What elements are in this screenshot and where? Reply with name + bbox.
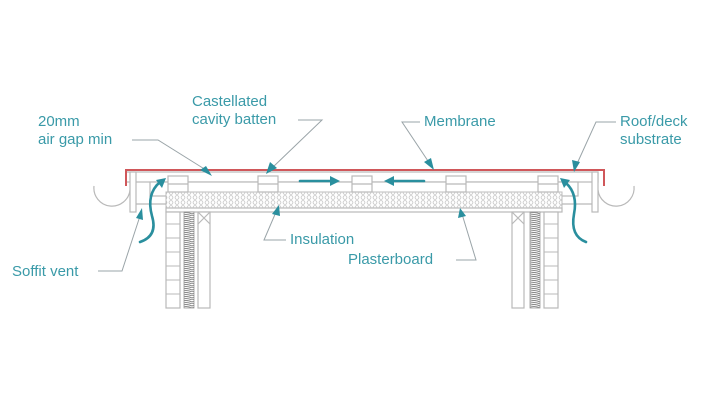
brick-courses: [544, 223, 558, 295]
batten-block: [257, 175, 279, 193]
label-membrane: Membrane: [401, 113, 496, 170]
label-roof-substrate: Roof/deck substrate: [572, 113, 688, 172]
label-substrate-line1: Roof/deck: [620, 113, 688, 130]
label-plasterboard: Plasterboard: [348, 208, 477, 268]
cavity-insulation-left: [183, 211, 195, 309]
cavity-insulation-right: [529, 211, 541, 309]
gutter-right-icon: [597, 185, 635, 207]
label-air-gap-line1: 20mm: [38, 113, 80, 130]
label-air-gap: 20mm air gap min: [38, 113, 212, 176]
gutter-left-icon: [93, 185, 131, 207]
label-substrate-line2: substrate: [620, 131, 682, 148]
wall-left: [165, 211, 211, 309]
label-membrane-text: Membrane: [424, 113, 496, 130]
label-castellated-batten: Castellated cavity batten: [192, 93, 324, 174]
batten-block: [351, 175, 373, 193]
airflow-cavity-left-arrow-icon: [384, 176, 426, 186]
wall-plate-left: [197, 211, 211, 225]
brick-courses: [166, 223, 180, 295]
batten-block: [167, 175, 189, 193]
batten-block: [537, 175, 559, 193]
label-plasterboard-text: Plasterboard: [348, 251, 433, 268]
castellated-battens: [167, 175, 559, 193]
wall-right: [511, 211, 559, 309]
label-soffit-vent-text: Soffit vent: [12, 263, 79, 280]
fascia-right: [591, 171, 599, 213]
label-insulation-text: Insulation: [290, 231, 354, 248]
label-batten-line2: cavity batten: [192, 111, 276, 128]
airflow-arrows: [138, 176, 588, 244]
insulation-layer: [165, 191, 563, 209]
membrane-line: [125, 169, 605, 186]
label-batten-line1: Castellated: [192, 93, 267, 110]
wall-plate-right: [511, 211, 525, 225]
label-insulation: Insulation: [263, 205, 354, 248]
airflow-left-inlet-arrow-icon: [138, 178, 166, 244]
plasterboard-layer: [165, 207, 563, 213]
label-soffit-vent: Soffit vent: [12, 208, 143, 280]
roof-assembly: [93, 169, 635, 213]
airflow-cavity-right-arrow-icon: [298, 176, 340, 186]
inner-leaf-right: [511, 211, 525, 309]
batten-block: [445, 175, 467, 193]
inner-leaf-left: [197, 211, 211, 309]
label-air-gap-line2: air gap min: [38, 131, 112, 148]
fascia-left: [129, 171, 137, 213]
airflow-right-inlet-arrow-icon: [560, 178, 588, 244]
